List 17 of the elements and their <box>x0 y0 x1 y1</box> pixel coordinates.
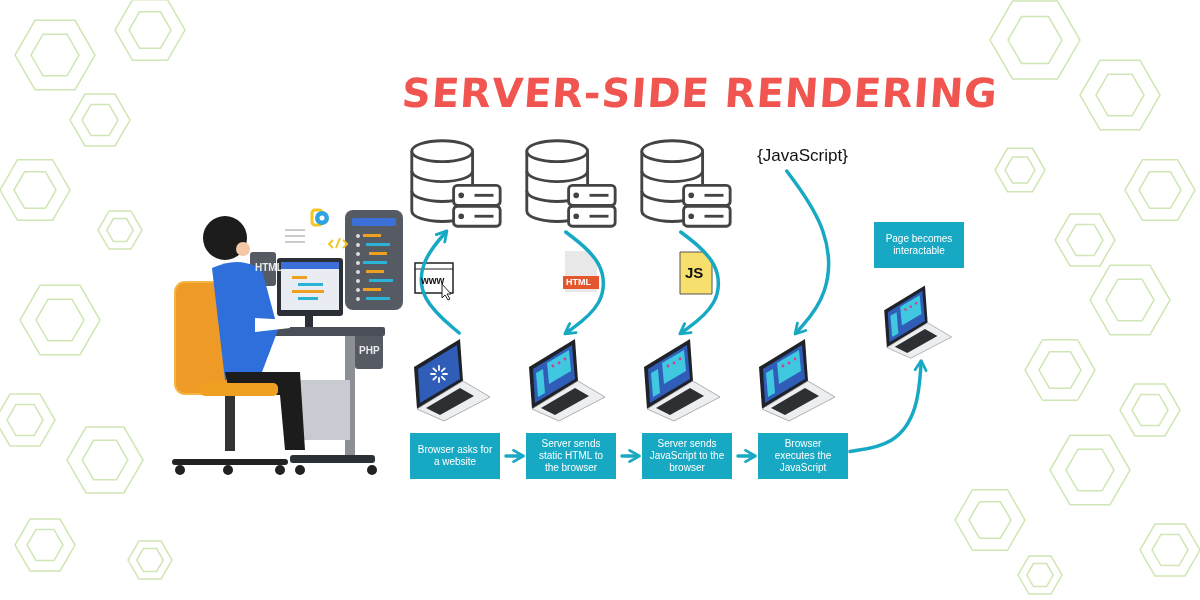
icon-label: HTML <box>566 278 591 287</box>
step-box: Browser asks for a website <box>410 433 500 479</box>
step-box: Browser executes the JavaScript <box>758 433 848 479</box>
step-box: Server sends static HTML to the browser <box>526 433 616 479</box>
step-box: Page becomes interactable <box>874 222 964 268</box>
tag-label: PHP <box>359 346 380 356</box>
step-box: Server sends JavaScript to the browser <box>642 433 732 479</box>
arrow <box>419 229 461 335</box>
arrow <box>785 169 831 336</box>
arrow <box>620 449 641 463</box>
arrow <box>504 449 525 463</box>
arrow <box>848 359 928 454</box>
arrow <box>736 449 757 463</box>
language-label: {JavaScript} <box>750 143 855 169</box>
icon-label: JS <box>685 265 704 280</box>
title: SERVER-SIDE RENDERING <box>399 70 1001 116</box>
arrow <box>563 230 606 336</box>
